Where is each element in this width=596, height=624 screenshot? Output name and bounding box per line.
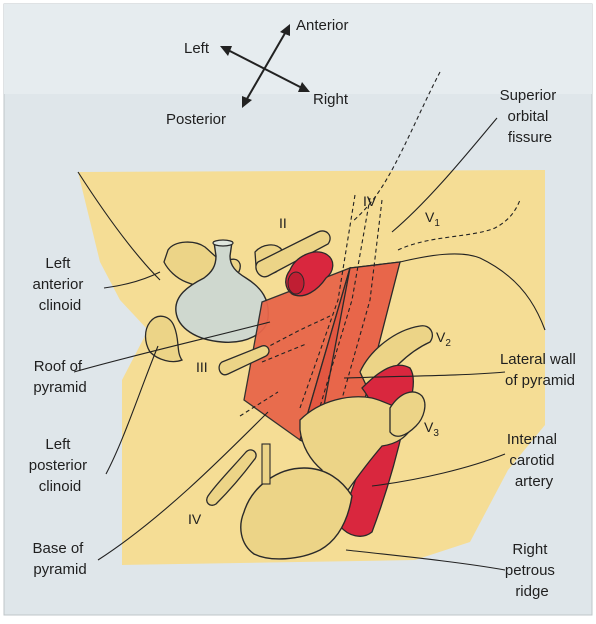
nerve-label-ii: II	[279, 215, 287, 231]
label-internal-carotid-artery: Internal carotid artery	[507, 431, 561, 490]
compass-right-label: Right	[313, 91, 349, 108]
abducens-nerve-stub	[262, 444, 270, 484]
internal-carotid-lumen	[288, 272, 304, 294]
nerve-label-iv-top: IV	[363, 193, 377, 209]
compass-posterior-label: Posterior	[166, 111, 226, 128]
label-superior-orbital-fissure: Superior orbital fissure	[500, 87, 561, 146]
nerve-label-iv-bottom: IV	[188, 511, 202, 527]
nerve-label-iii: III	[196, 359, 208, 375]
compass-left-label: Left	[184, 40, 210, 57]
pituitary-stalk-top	[213, 240, 233, 246]
compass-anterior-label: Anterior	[296, 17, 349, 34]
